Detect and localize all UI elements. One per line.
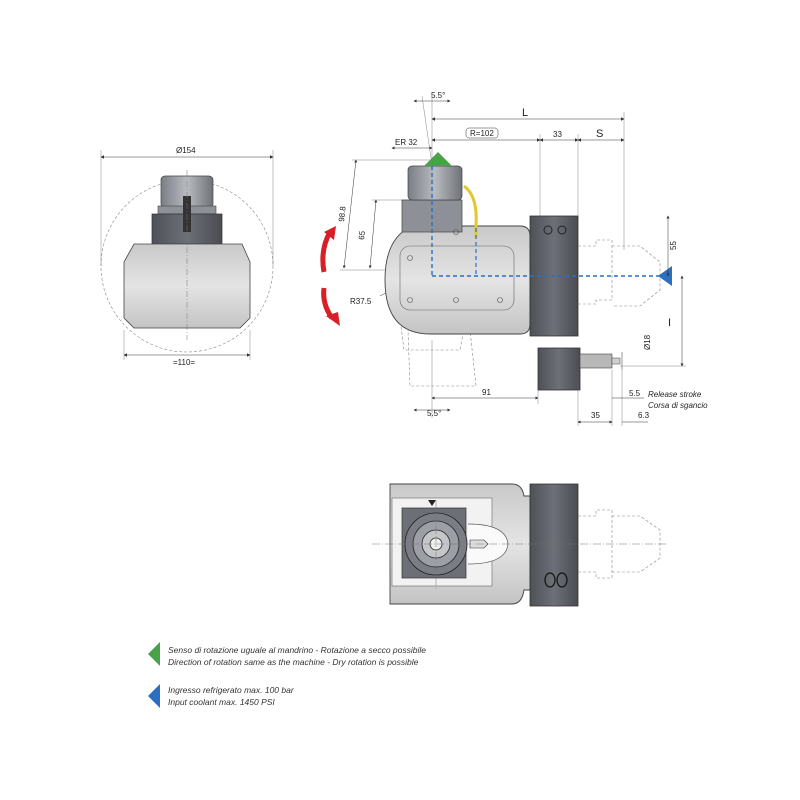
coolant-pipe [463, 184, 478, 238]
dim-55: 55 [669, 241, 678, 250]
front-view: Ø154 =110= [100, 146, 274, 367]
top-flange-hole [556, 572, 568, 588]
flange-hole [557, 225, 567, 235]
legend: Senso di rotazione uguale al mandrino - … [148, 642, 426, 708]
release-stroke-it: Corsa di sgancio [648, 401, 708, 410]
dim-I: I [668, 317, 671, 329]
top-flange-hole [544, 572, 556, 588]
dim-5-5: 5.5 [629, 389, 641, 398]
coolant-legend-arrow-icon [148, 684, 160, 708]
bolt [497, 297, 503, 303]
legend-rotation-en: Direction of rotation same as the machin… [168, 657, 419, 667]
body-inset [399, 245, 515, 311]
release-pin [579, 353, 613, 369]
rotation-direction-arrow [424, 152, 452, 166]
dim-R102: R=102 [470, 129, 494, 138]
release-stroke-en: Release stroke [648, 390, 702, 399]
bolt [453, 229, 459, 235]
bolt [407, 297, 413, 303]
dim-91: 91 [482, 388, 491, 397]
dim-line-65 [368, 199, 378, 269]
legend-rotation-it: Senso di rotazione uguale al mandrino - … [168, 645, 426, 655]
bolt [453, 297, 459, 303]
dim-R37-5: R37.5 [350, 297, 372, 306]
top-view [372, 483, 668, 607]
angle-head-body [384, 225, 531, 335]
top-flange [529, 483, 579, 607]
bolt [407, 255, 413, 261]
angle-line [421, 95, 433, 166]
dim-98-8: 98.8 [337, 205, 348, 222]
dim-L: L [522, 107, 528, 119]
rotation-arc-lower [321, 287, 335, 320]
dim-line-98-8 [342, 159, 358, 269]
top-marker [428, 500, 436, 506]
dim-33: 33 [553, 130, 562, 139]
shank-outline [578, 239, 613, 305]
rotation-legend-arrow-icon [148, 642, 160, 666]
dim-angle-bottom: 5.5° [427, 409, 441, 418]
legend-coolant-en: Input coolant max. 1450 PSI [168, 697, 275, 707]
dim-S: S [596, 128, 603, 140]
rotation-arrowhead-down [326, 312, 340, 326]
dim-dia154: Ø154 [176, 146, 196, 155]
lower-clamp [537, 347, 581, 391]
flange-hole [543, 225, 553, 235]
dim-6-3: 6.3 [638, 411, 650, 420]
dim-er32: ER 32 [395, 138, 418, 147]
rotation-arc-upper [320, 230, 333, 273]
dim-65: 65 [357, 230, 367, 240]
rotation-arrowhead-up [324, 226, 336, 240]
dim-width-110: =110= [173, 358, 195, 367]
dim-dia18: Ø18 [643, 334, 652, 350]
ghost-tool-2 [399, 317, 467, 351]
release-pin-tip [611, 357, 621, 365]
legend-coolant-it: Ingresso refrigerato max. 100 bar [168, 685, 295, 695]
ghost-tool [407, 329, 477, 387]
dim-angle-top: 5.5° [431, 91, 445, 100]
r-label-box [465, 127, 499, 139]
dim-35: 35 [591, 411, 600, 420]
collet-nut-side [407, 165, 463, 201]
side-view: L R=102 33 S 5.5° ER 32 98.8 65 R [320, 91, 708, 426]
